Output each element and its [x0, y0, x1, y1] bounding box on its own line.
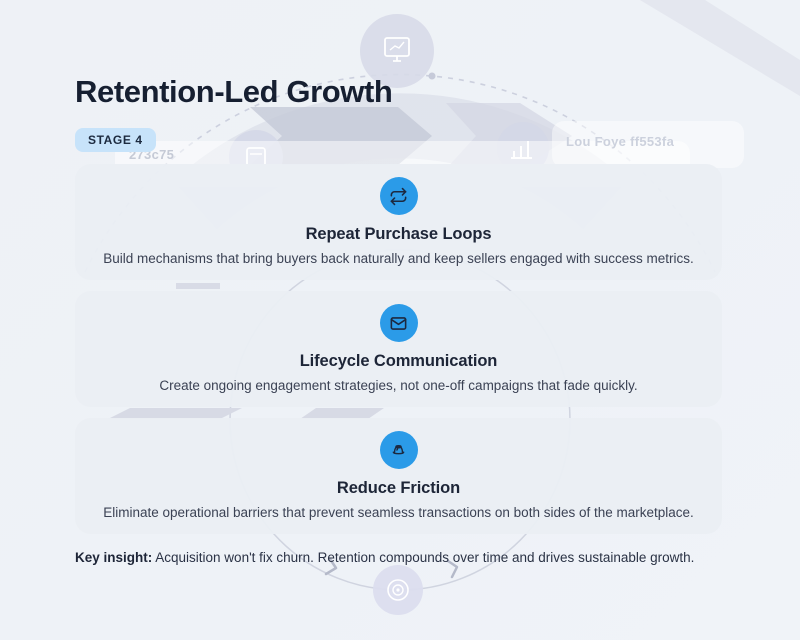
card-list: Repeat Purchase Loops Build mechanisms t… — [75, 164, 722, 534]
monitor-node — [360, 14, 434, 88]
card-title: Reduce Friction — [336, 479, 461, 497]
key-insight-label: Key insight: — [75, 550, 153, 565]
card-title: Repeat Purchase Loops — [305, 225, 492, 243]
card-title: Lifecycle Communication — [299, 352, 498, 370]
orbit-chevron-icon — [446, 559, 459, 579]
card-description: Eliminate operational barriers that prev… — [103, 505, 694, 520]
key-insight-text: Acquisition won't fix churn. Retention c… — [152, 550, 695, 565]
orbit-chevron-icon — [324, 557, 338, 576]
watermark-code-right: Lou Foye ff553fa — [566, 134, 675, 149]
card-description: Build mechanisms that bring buyers back … — [103, 251, 694, 266]
icon-bubble — [379, 431, 418, 469]
corner-band-shape — [640, 0, 800, 96]
icon-bubble — [379, 304, 418, 342]
key-insight: Key insight: Acquisition won't fix churn… — [75, 549, 755, 566]
card-description: Create ongoing engagement strategies, no… — [159, 378, 638, 393]
card-reduce-friction: Reduce Friction Eliminate operational ba… — [75, 418, 722, 534]
gap-chevron-shape — [300, 408, 384, 419]
reduce-friction-icon — [392, 444, 405, 454]
target-icon — [387, 579, 409, 601]
orbit-dot — [428, 72, 436, 80]
gap-chevron-shape — [108, 408, 242, 419]
card-repeat-purchase-loops: Repeat Purchase Loops Build mechanisms t… — [75, 164, 722, 280]
card-lifecycle-communication: Lifecycle Communication Create ongoing e… — [75, 291, 722, 407]
icon-bubble — [379, 177, 418, 215]
repeat-icon — [390, 187, 407, 205]
target-node — [373, 565, 423, 615]
page-title: Retention-Led Growth — [75, 74, 393, 109]
gap-band-shape — [176, 283, 220, 289]
stage-badge: STAGE 4 — [75, 128, 156, 152]
watermark-box — [552, 121, 744, 168]
envelope-icon — [390, 316, 407, 330]
